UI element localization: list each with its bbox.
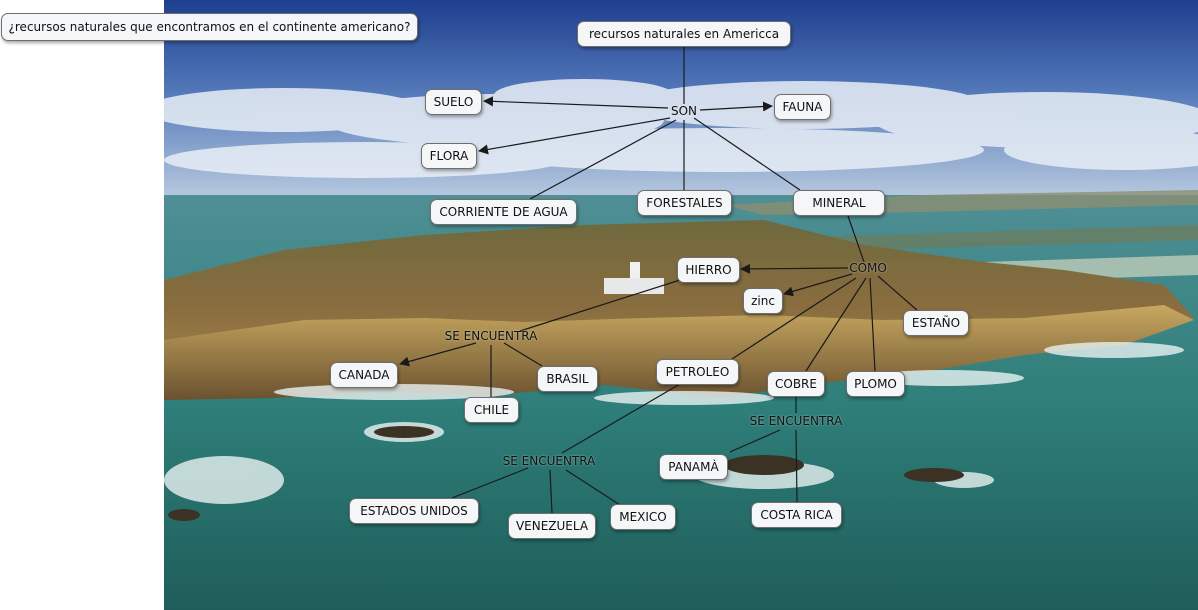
link-label-se-encuentra-cobre: SE ENCUENTRA xyxy=(749,414,843,428)
concept-forestales[interactable]: FORESTALES xyxy=(637,190,732,216)
concept-zinc[interactable]: zinc xyxy=(743,288,783,314)
concept-chile[interactable]: CHILE xyxy=(464,397,519,423)
concept-costa-rica[interactable]: COSTA RICA xyxy=(751,502,842,528)
concept-panama[interactable]: PANAMÀ xyxy=(659,454,728,480)
concept-brasil[interactable]: BRASIL xyxy=(537,366,598,392)
link-label-como: COMO xyxy=(849,261,887,275)
coastline-photo xyxy=(164,0,1198,610)
concept-estados-unidos[interactable]: ESTADOS UNIDOS xyxy=(349,498,479,524)
concept-root[interactable]: recursos naturales en Americca xyxy=(577,21,791,47)
concept-flora[interactable]: FLORA xyxy=(421,143,477,169)
concept-corriente-de-agua[interactable]: CORRIENTE DE AGUA xyxy=(430,199,577,225)
link-label-son: SON xyxy=(670,104,698,118)
background-photo xyxy=(164,0,1198,610)
concept-hierro[interactable]: HIERRO xyxy=(677,257,740,283)
concept-suelo[interactable]: SUELO xyxy=(425,89,482,115)
concept-canada[interactable]: CANADA xyxy=(330,362,398,388)
concept-petroleo[interactable]: PETROLEO xyxy=(656,359,739,385)
focus-question[interactable]: ¿recursos naturales que encontramos en e… xyxy=(1,13,418,41)
concept-cobre[interactable]: COBRE xyxy=(767,371,825,397)
concept-fauna[interactable]: FAUNA xyxy=(774,94,831,120)
link-label-se-encuentra-petroleo: SE ENCUENTRA xyxy=(502,454,596,468)
concept-mexico[interactable]: MEXICO xyxy=(610,504,676,530)
link-label-se-encuentra-hierro: SE ENCUENTRA xyxy=(444,329,538,343)
concept-estano[interactable]: ESTAÑO xyxy=(903,310,969,336)
concept-mineral[interactable]: MINERAL xyxy=(793,190,885,216)
concept-venezuela[interactable]: VENEZUELA xyxy=(508,513,596,539)
concept-plomo[interactable]: PLOMO xyxy=(846,371,905,397)
